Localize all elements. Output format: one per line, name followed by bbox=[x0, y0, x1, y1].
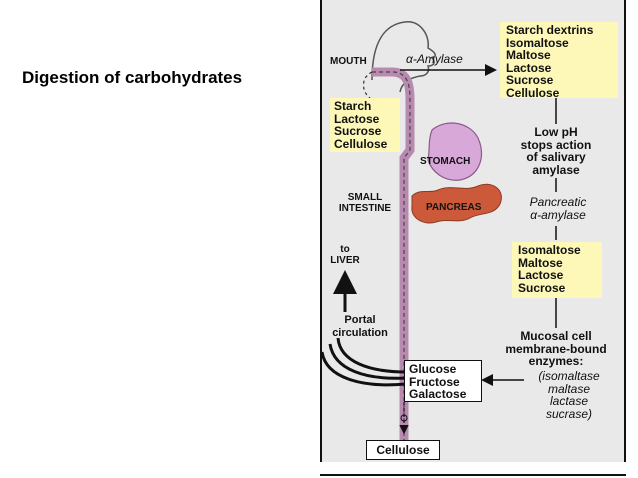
pancreas-label: PANCREAS bbox=[426, 202, 482, 213]
monosaccharide: Galactose bbox=[409, 387, 467, 401]
monosaccharide: Glucose bbox=[409, 362, 457, 376]
enzyme-line: (isomaltase bbox=[538, 369, 600, 383]
portal-line: circulation bbox=[332, 326, 388, 339]
intestine-products-box: Isomaltose Maltose Lactose Sucrose bbox=[512, 242, 602, 298]
top-product: Isomaltose bbox=[506, 35, 569, 50]
top-product: Sucrose bbox=[506, 73, 554, 87]
tube-ring bbox=[400, 414, 408, 422]
low-ph-line: Low pH bbox=[534, 125, 578, 139]
mucosal-note: Mucosal cell membrane-bound enzymes: bbox=[494, 330, 618, 368]
pancreatic-amylase: Pancreatic α-amylase bbox=[516, 196, 600, 221]
head-profile bbox=[371, 21, 436, 93]
low-ph-note: Low pH stops action of salivary amylase bbox=[508, 126, 604, 176]
enzyme-line: sucrase) bbox=[545, 406, 592, 421]
top-products-box: Starch dextrins Isomaltose Maltose Lacto… bbox=[500, 22, 618, 100]
intestine-product: Lactose bbox=[518, 268, 564, 282]
stomach-label: STOMACH bbox=[420, 156, 471, 167]
portal-curve-3 bbox=[320, 351, 407, 387]
mouth-label: MOUTH bbox=[330, 56, 367, 67]
top-product: Cellulose bbox=[506, 85, 560, 100]
portal-line: Portal bbox=[344, 314, 376, 326]
small-intestine-label: SMALL INTESTINE bbox=[330, 192, 400, 214]
to-liver-line: LIVER bbox=[330, 255, 360, 266]
alpha-amylase-label: α-Amylase bbox=[406, 52, 463, 66]
mouth-substrates-box: Starch Lactose Sucrose Cellulose bbox=[330, 98, 400, 152]
mouth-substrate: Lactose bbox=[334, 111, 380, 126]
mucosal-line: enzymes: bbox=[528, 354, 584, 368]
intestine-product: Isomaltose bbox=[518, 243, 581, 257]
top-product: Starch dextrins bbox=[506, 23, 594, 37]
to-liver-label: to LIVER bbox=[330, 244, 360, 266]
enzyme-line: lactase bbox=[549, 394, 589, 408]
small-intestine-line: INTESTINE bbox=[338, 203, 392, 214]
top-product: Maltose bbox=[506, 48, 551, 62]
stomach-shape bbox=[427, 122, 482, 181]
mucosal-line: Mucosal cell bbox=[520, 329, 592, 343]
mouth-substrate: Cellulose bbox=[334, 136, 388, 151]
monosaccharides-box: Glucose Fructose Galactose bbox=[404, 360, 482, 402]
portal-curve-2 bbox=[328, 343, 407, 380]
mouth-dashed-path bbox=[362, 71, 373, 99]
pancreas-shape bbox=[411, 183, 502, 224]
divider-line bbox=[320, 474, 626, 476]
low-ph-line: stops action bbox=[520, 137, 592, 152]
excreted-cellulose-label: Cellulose bbox=[376, 443, 430, 457]
enzyme-line: maltase bbox=[547, 381, 591, 396]
pancreatic-amylase-line: α-amylase bbox=[530, 207, 586, 222]
low-ph-line: amylase bbox=[532, 162, 580, 177]
low-ph-line: of salivary bbox=[526, 150, 586, 164]
mucosal-enzymes: (isomaltase maltase lactase sucrase) bbox=[524, 370, 614, 420]
intestine-product: Maltose bbox=[518, 255, 563, 270]
portal-curve-1 bbox=[336, 337, 407, 374]
mouth-substrate: Sucrose bbox=[334, 124, 382, 138]
top-product: Lactose bbox=[506, 60, 552, 75]
gut-tube-center bbox=[372, 71, 411, 440]
portal-circulation-label: Portal circulation bbox=[322, 314, 398, 339]
to-liver-line: to bbox=[340, 244, 350, 255]
mouth-substrate: Starch bbox=[334, 99, 372, 113]
excreted-cellulose-box: Cellulose bbox=[366, 440, 440, 460]
intestine-product: Sucrose bbox=[518, 280, 566, 295]
monosaccharide: Fructose bbox=[409, 374, 460, 389]
pancreatic-amylase-line: Pancreatic bbox=[529, 195, 587, 209]
mucosal-line: membrane-bound bbox=[505, 341, 607, 356]
small-intestine-line: SMALL bbox=[347, 192, 383, 203]
slide-title: Digestion of carbohydrates bbox=[22, 68, 243, 87]
